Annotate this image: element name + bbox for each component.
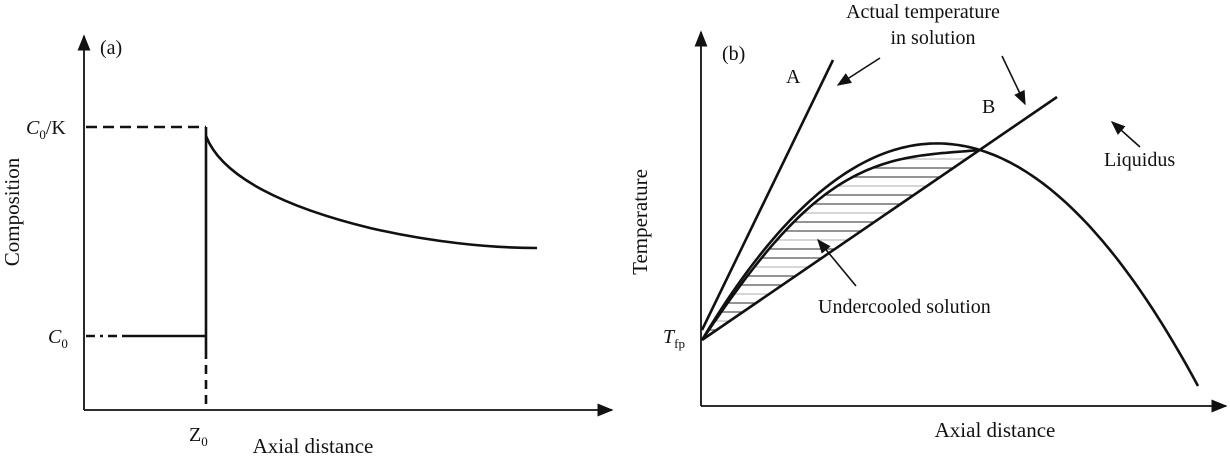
annotation-actual-temperature-line1: Actual temperature: [846, 1, 1000, 23]
annotation-liquidus: Liquidus: [1104, 149, 1175, 171]
curve-label-b: B: [982, 96, 995, 118]
panel-a-x-axis-title: Axial distance: [253, 434, 374, 458]
liquidus-curve: [700, 142, 1200, 387]
panel-a: (a) Composition Axial distance C0/K C0 Z…: [0, 34, 614, 458]
panel-b-y-axis-title: Temperature: [628, 169, 652, 275]
tick-label-z0: Z0: [189, 424, 208, 449]
tick-label-c0-over-k: C0/K: [26, 117, 66, 142]
arrow-to-undercooled: [817, 238, 857, 287]
undercooled-upper-boundary: [700, 148, 979, 341]
annotation-undercooled-solution: Undercooled solution: [818, 296, 991, 318]
tick-label-tfp: Tfp: [663, 326, 685, 351]
actual-temperature-line-a: [700, 59, 835, 331]
annotation-actual-temperature-line2: in solution: [890, 27, 975, 49]
panel-b-tag: (b): [722, 43, 745, 65]
arrow-to-line-a: [836, 57, 881, 86]
actual-temperature-line-b: [701, 95, 1058, 342]
curve-label-a: A: [786, 66, 801, 88]
arrow-to-line-b: [1001, 55, 1026, 106]
composition-decay-curve: [204, 135, 538, 250]
arrow-to-liquidus: [1110, 121, 1141, 148]
tick-label-c0: C0: [48, 326, 68, 351]
panel-b: (b) Temperature Axial distance Tfp A B A…: [628, 1, 1228, 442]
panel-a-tag: (a): [100, 37, 122, 59]
panel-a-y-axis-title: Composition: [0, 157, 24, 266]
panel-b-x-axis-title: Axial distance: [935, 418, 1056, 442]
